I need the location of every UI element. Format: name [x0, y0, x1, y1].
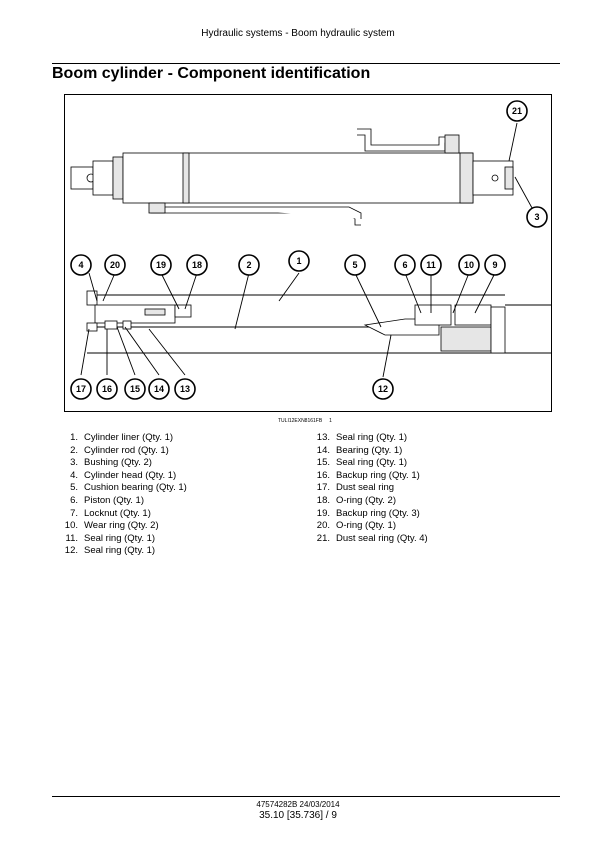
footer-page-number: 35.10 [35.736] / 9 [259, 810, 337, 821]
callout-14: 14 [148, 378, 170, 400]
footer-doc-code: 47574282B 24/03/2014 [256, 800, 340, 809]
parts-list-item: 2.Cylinder rod (Qty. 1) [70, 444, 169, 456]
cylinder-section-view [86, 290, 551, 354]
svg-text:13: 13 [180, 384, 190, 394]
svg-text:18: 18 [192, 260, 202, 270]
svg-text:2: 2 [246, 260, 251, 270]
callout-16: 16 [96, 378, 118, 400]
callout-18: 18 [186, 254, 208, 276]
callout-2: 2 [238, 254, 260, 276]
boom-cylinder-illustration: 21 3 4 20 19 18 2 1 5 6 11 10 9 17 16 15… [70, 100, 551, 400]
page-title: Boom cylinder - Component identification [52, 65, 371, 82]
parts-list-item: 21.Dust seal ring (Qty. 4) [316, 532, 428, 544]
callout-10: 10 [458, 254, 480, 276]
svg-text:17: 17 [76, 384, 86, 394]
callout-1: 1 [288, 250, 310, 272]
parts-list-item: 16.Backup ring (Qty. 1) [316, 469, 420, 481]
figure-number: 1 [329, 418, 332, 424]
callout-5: 5 [344, 254, 366, 276]
svg-text:5: 5 [352, 260, 357, 270]
svg-text:4: 4 [78, 260, 83, 270]
callout-12: 12 [372, 378, 394, 400]
svg-text:21: 21 [512, 106, 522, 116]
callout-20: 20 [104, 254, 126, 276]
title-rule [52, 63, 560, 64]
svg-text:9: 9 [492, 260, 497, 270]
svg-text:3: 3 [534, 212, 539, 222]
svg-text:10: 10 [464, 260, 474, 270]
svg-text:1: 1 [296, 256, 301, 266]
parts-list-item: 12.Seal ring (Qty. 1) [64, 545, 156, 557]
callout-21: 21 [506, 100, 528, 122]
svg-text:6: 6 [402, 260, 407, 270]
svg-text:15: 15 [130, 384, 140, 394]
parts-list-item: 6.Piston (Qty. 1) [70, 495, 145, 506]
svg-text:20: 20 [110, 260, 120, 270]
parts-list-item: 19.Backup ring (Qty. 3) [316, 507, 420, 519]
parts-list-item: 7.Locknut (Qty. 1) [70, 507, 151, 519]
running-header: Hydraulic systems - Boom hydraulic syste… [201, 28, 395, 39]
figure-id: TULI12EXN8161FB 1 [278, 418, 332, 424]
svg-text:16: 16 [102, 384, 112, 394]
callout-13: 13 [174, 378, 196, 400]
parts-list-item: 1.Cylinder liner (Qty. 1) [70, 432, 174, 443]
callout-6: 6 [394, 254, 416, 276]
parts-list-item: 4.Cylinder head (Qty. 1) [70, 469, 177, 481]
parts-list-item: 11.Seal ring (Qty. 1) [65, 532, 156, 544]
parts-list-item: 15.Seal ring (Qty. 1) [316, 457, 408, 469]
svg-text:19: 19 [156, 260, 166, 270]
svg-text:14: 14 [154, 384, 164, 394]
callout-19: 19 [150, 254, 172, 276]
callout-3: 3 [526, 206, 548, 228]
parts-list-item: 13.Seal ring (Qty. 1) [316, 432, 408, 443]
parts-list-item: 18.O-ring (Qty. 2) [316, 495, 396, 506]
callout-11: 11 [420, 254, 442, 276]
figure-frame: 21 3 4 20 19 18 2 1 5 6 11 10 9 17 16 15… [64, 94, 552, 412]
callout-17: 17 [70, 378, 92, 400]
parts-list-item: 17.Dust seal ring [316, 482, 395, 494]
callout-15: 15 [124, 378, 146, 400]
parts-list-item: 3.Bushing (Qty. 2) [70, 457, 152, 469]
cylinder-external-view [70, 128, 514, 226]
callout-9: 9 [484, 254, 506, 276]
parts-list-item: 10.Wear ring (Qty. 2) [64, 520, 159, 532]
callout-4: 4 [70, 254, 92, 276]
svg-text:11: 11 [426, 260, 436, 270]
svg-text:12: 12 [378, 384, 388, 394]
parts-list-item: 20.O-ring (Qty. 1) [316, 520, 396, 532]
callout-leaders [80, 122, 538, 378]
footer-rule [52, 796, 560, 797]
parts-list-item: 5.Cushion bearing (Qty. 1) [70, 482, 187, 494]
parts-list-item: 14.Bearing (Qty. 1) [316, 444, 403, 456]
figure-code: TULI12EXN8161FB [278, 418, 323, 424]
